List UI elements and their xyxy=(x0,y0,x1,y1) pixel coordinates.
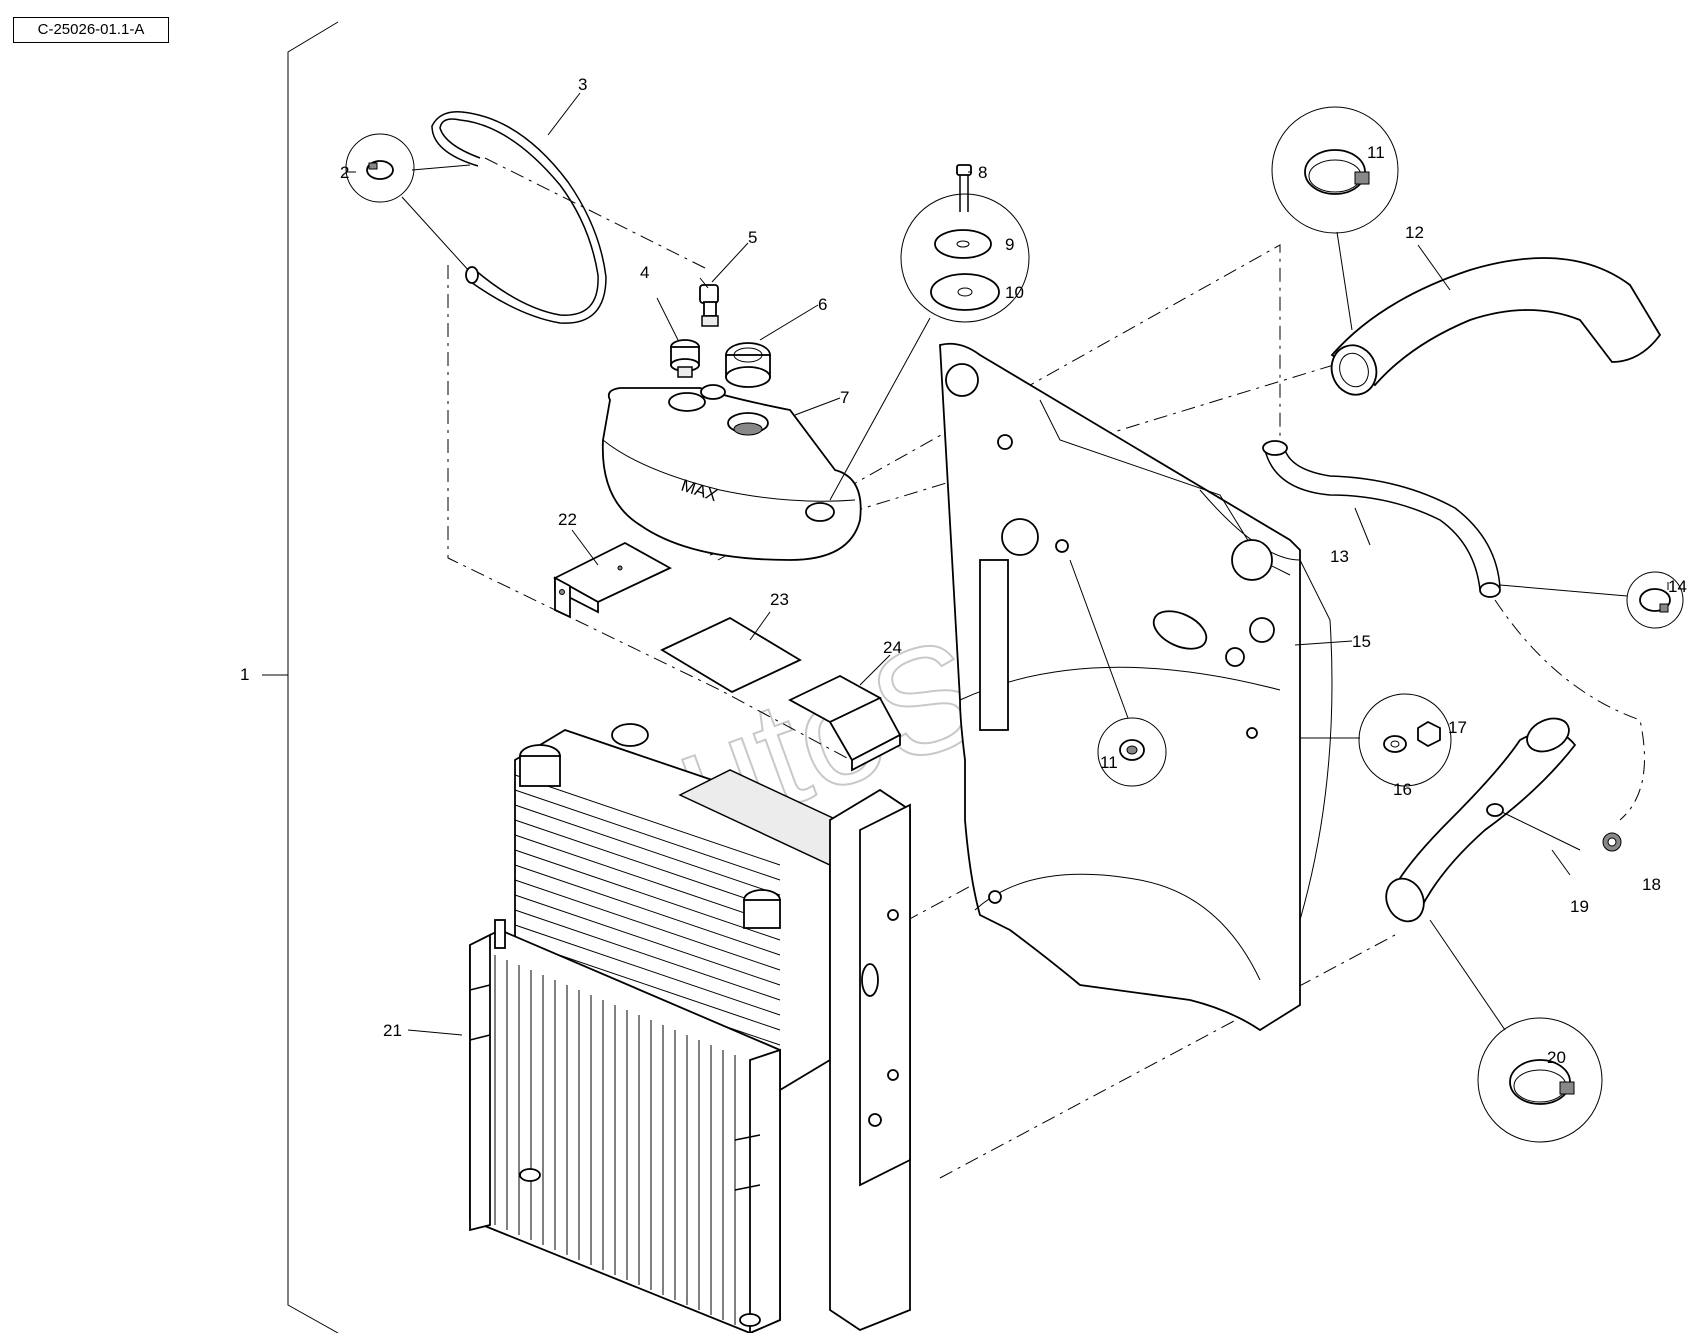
filler-cap-part-6 xyxy=(725,342,771,388)
part-label-15: 15 xyxy=(1352,632,1371,651)
part-label-17: 17 xyxy=(1448,718,1467,737)
part-label-14: 14 xyxy=(1668,577,1687,596)
part-label-1: 1 xyxy=(240,665,249,684)
cooler-fins-lower xyxy=(494,955,736,1325)
part-label-8: 8 xyxy=(978,163,987,182)
bolt-washer-group xyxy=(829,164,1030,501)
part-label-12: 12 xyxy=(1405,223,1424,242)
clamp-part-14 xyxy=(1499,571,1684,629)
part-labels: 1 2 3 4 5 6 7 8 9 10 11 11 12 13 14 15 1… xyxy=(240,75,1687,1067)
reference-code: C-25026-01.1-A xyxy=(13,17,169,43)
grommet-part-11-lower xyxy=(1069,559,1167,787)
part-label-23: 23 xyxy=(770,590,789,609)
assembly-bracket xyxy=(262,21,339,1333)
bracket-part-22 xyxy=(553,541,672,619)
fan-shroud-part-15 xyxy=(939,342,1333,1032)
leader-lines xyxy=(350,92,1669,1036)
part-label-4: 4 xyxy=(640,263,649,282)
part-label-24: 24 xyxy=(883,638,902,657)
hose-part-3 xyxy=(431,111,607,324)
plug-part-4 xyxy=(670,339,700,378)
part-label-6: 6 xyxy=(818,295,827,314)
hose-part-19 xyxy=(1385,717,1581,923)
part-label-22: 22 xyxy=(558,510,577,529)
part-label-11-lower: 11 xyxy=(1100,753,1118,772)
fitting-part-5 xyxy=(699,277,719,327)
part-label-20: 20 xyxy=(1547,1048,1566,1067)
part-label-5: 5 xyxy=(748,228,757,247)
radiator-part-21 xyxy=(469,723,911,1333)
clamp-part-20 xyxy=(1429,919,1603,1143)
hose-part-12 xyxy=(1330,257,1662,396)
expansion-tank-part-7: MAX xyxy=(601,384,862,561)
pad-part-23 xyxy=(660,616,802,694)
part-label-7: 7 xyxy=(840,388,849,407)
bracket-part-24 xyxy=(788,674,902,772)
part-label-13: 13 xyxy=(1330,547,1349,566)
part-label-19: 19 xyxy=(1570,897,1589,916)
clip-part-18 xyxy=(1602,832,1622,852)
part-label-21: 21 xyxy=(383,1021,402,1040)
part-label-2: 2 xyxy=(340,163,349,182)
clamp-part-2 xyxy=(345,133,471,273)
hose-part-13 xyxy=(1262,440,1501,598)
part-label-18: 18 xyxy=(1642,875,1661,894)
part-label-10: 10 xyxy=(1005,283,1024,302)
washer-nut-group xyxy=(1300,693,1452,787)
clamp-part-11-upper xyxy=(1271,106,1399,331)
part-label-16: 16 xyxy=(1393,780,1412,799)
part-label-3: 3 xyxy=(578,75,587,94)
part-label-11-upper: 11 xyxy=(1367,143,1385,162)
part-label-9: 9 xyxy=(1005,235,1014,254)
